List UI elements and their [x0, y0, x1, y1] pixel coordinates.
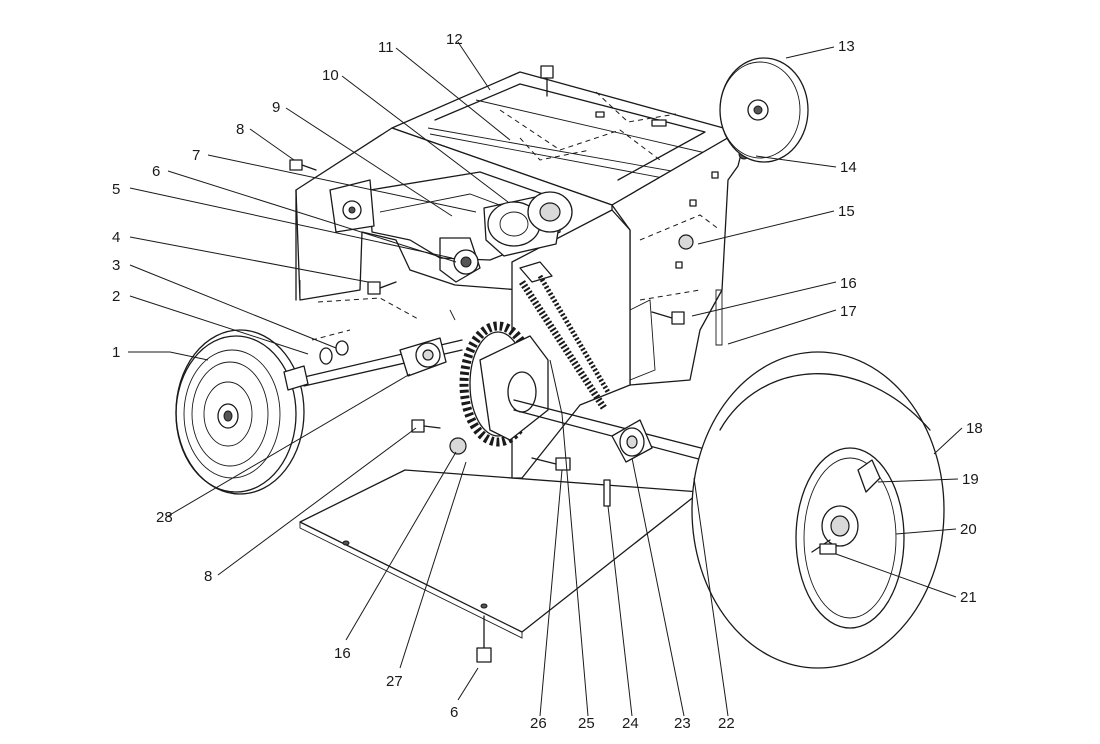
callout-3: 3: [112, 257, 120, 274]
front-axle: [299, 337, 463, 387]
bolt-4: [367, 281, 397, 295]
callout-4: 4: [112, 229, 120, 246]
callout-2: 2: [112, 288, 120, 305]
leader-lines: [128, 41, 963, 717]
key-24: [603, 479, 611, 507]
bolt-16-right: [651, 311, 685, 325]
bolt-8-top: [289, 159, 317, 171]
callout-23: 23: [674, 715, 691, 732]
auger-pulley: [719, 57, 809, 163]
callout-24: 24: [622, 715, 639, 732]
callout-22: 22: [718, 715, 735, 732]
callout-20: 20: [960, 521, 977, 538]
callout-1: 1: [112, 344, 120, 361]
callout-6-bottom: 6: [450, 704, 458, 721]
callout-labels: 1 2 3 4 5 6 7 8 9 10 11 12 13 14 15 16 1…: [112, 31, 983, 732]
rear-tire: [691, 351, 945, 669]
callout-7: 7: [192, 147, 200, 164]
callout-5: 5: [112, 181, 120, 198]
frame-top-panel: [391, 71, 739, 206]
callout-25: 25: [578, 715, 595, 732]
axle-washers: [319, 340, 349, 365]
bolt-8-bottom: [411, 419, 441, 433]
callout-19: 19: [962, 471, 979, 488]
callout-21: 21: [960, 589, 977, 606]
bolt-6-bottom: [476, 615, 492, 663]
nut-16-bottom: [449, 437, 467, 455]
drive-chain: [519, 274, 611, 410]
bolt-26: [531, 457, 571, 471]
callout-18: 18: [966, 420, 983, 437]
left-pulley-wheel: [175, 329, 309, 495]
callout-27: 27: [386, 673, 403, 690]
callout-16-bottom: 16: [334, 645, 351, 662]
callout-13: 13: [838, 38, 855, 55]
callout-16-right: 16: [840, 275, 857, 292]
callout-11: 11: [378, 39, 394, 56]
nut-15: [678, 234, 694, 250]
callout-28: 28: [156, 509, 173, 526]
corner-bracket: [329, 179, 375, 233]
callout-9: 9: [272, 99, 280, 116]
callout-12: 12: [446, 31, 463, 48]
callout-15: 15: [838, 203, 855, 220]
callout-8-top: 8: [236, 121, 244, 138]
callout-8-bottom: 8: [204, 568, 212, 585]
callout-14: 14: [840, 159, 857, 176]
callout-17: 17: [840, 303, 857, 320]
rear-axle: [513, 399, 741, 471]
callout-10: 10: [322, 67, 339, 84]
bolt-top-center: [540, 65, 554, 97]
callout-26: 26: [530, 715, 547, 732]
callout-6-top: 6: [152, 163, 160, 180]
